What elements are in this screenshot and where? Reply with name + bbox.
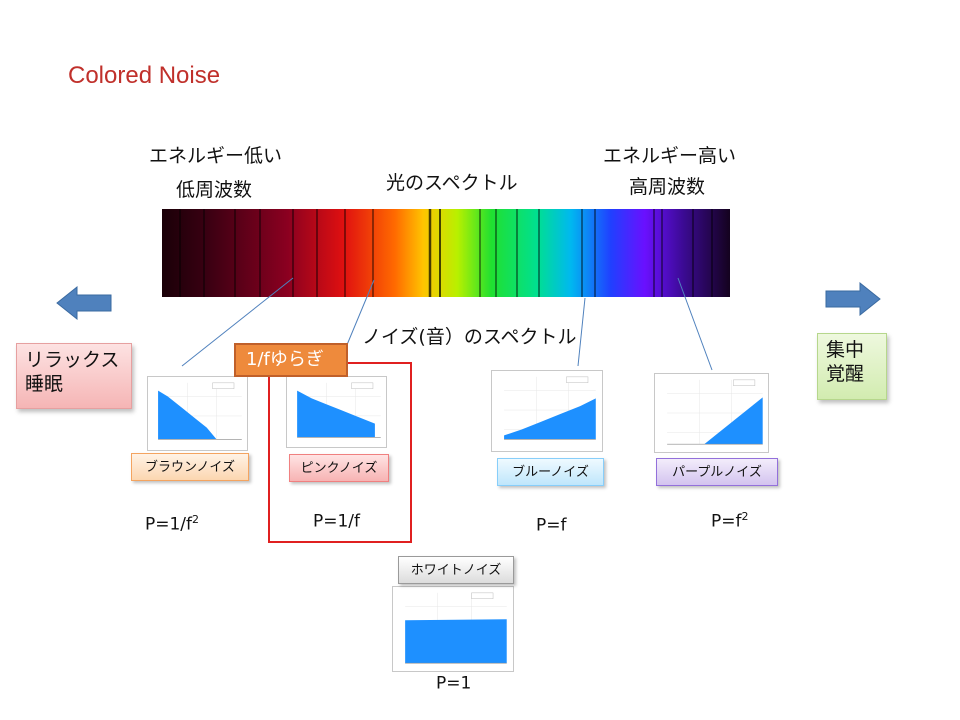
- blue-noise-plot: [491, 370, 603, 452]
- noise-spectrum-label: ノイズ(音）のスペクトル: [362, 326, 577, 348]
- purple-noise-label: パープルノイズ: [656, 458, 778, 486]
- focus-label: 集中: [826, 339, 865, 361]
- pink-noise-label: ピンクノイズ: [289, 454, 389, 482]
- relax-sleep-box: リラックス 睡眠: [16, 343, 132, 409]
- arrow-right-icon: [825, 281, 881, 317]
- blue-noise-formula: P=f: [536, 515, 567, 536]
- high-frequency-label: 高周波数: [629, 176, 706, 198]
- low-energy-label: エネルギー低い: [149, 145, 283, 167]
- low-frequency-label: 低周波数: [176, 179, 253, 201]
- brown-noise-formula: P=1/f2: [145, 513, 200, 535]
- focus-awake-box: 集中 覚醒: [817, 333, 887, 400]
- light-spectrum-label: 光のスペクトル: [386, 172, 518, 194]
- white-noise-label: ホワイトノイズ: [398, 556, 514, 584]
- brown-noise-plot: [147, 376, 248, 451]
- one-over-f-fluctuation-label: 1/fゆらぎ: [234, 343, 348, 377]
- connector-pink: [343, 279, 375, 353]
- sleep-label: 睡眠: [25, 373, 64, 395]
- high-energy-label: エネルギー高い: [603, 145, 737, 167]
- relax-label: リラックス: [25, 349, 120, 371]
- page-title: Colored Noise: [68, 62, 221, 89]
- connector-purple: [677, 277, 713, 371]
- purple-noise-formula: P=f2: [711, 510, 749, 532]
- awake-label: 覚醒: [826, 363, 865, 385]
- white-noise-plot: [392, 586, 514, 672]
- blue-noise-label: ブルーノイズ: [497, 458, 604, 486]
- pink-noise-plot: [286, 376, 387, 448]
- purple-noise-plot: [654, 373, 769, 453]
- arrow-left-icon: [56, 285, 112, 321]
- brown-noise-label: ブラウンノイズ: [131, 453, 249, 481]
- pink-noise-formula: P=1/f: [313, 511, 361, 532]
- connector-brown: [181, 277, 294, 367]
- connector-blue: [577, 297, 586, 367]
- light-spectrum-bar: [162, 209, 730, 297]
- white-noise-formula: P=1: [436, 673, 472, 694]
